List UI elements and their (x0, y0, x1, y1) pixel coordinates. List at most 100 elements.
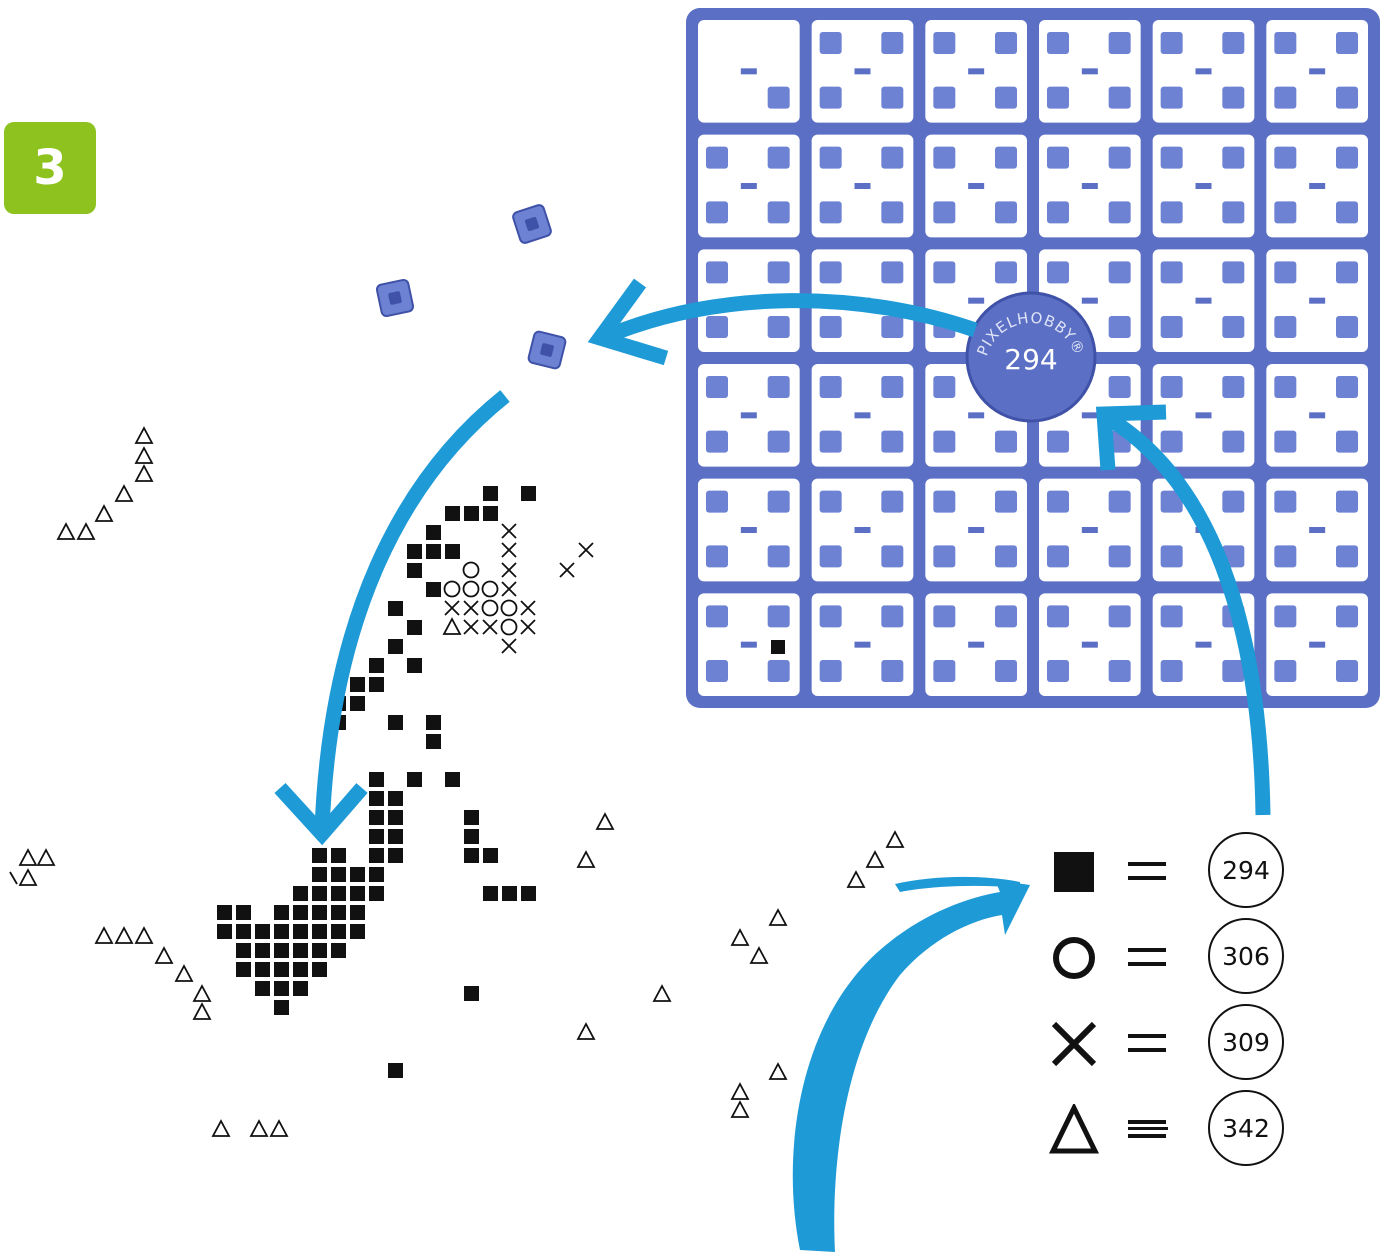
pattern-square (502, 886, 517, 901)
tray-bead (1047, 32, 1069, 54)
tray-connector (968, 412, 985, 419)
legend-row: 306 (1048, 918, 1348, 998)
triangle-icon (1048, 1104, 1100, 1154)
tray-bead (1336, 261, 1358, 284)
pattern-cross (578, 542, 594, 558)
tray-bead (933, 605, 956, 628)
tray-bead (1160, 376, 1183, 398)
color-code-badge: 342 (1208, 1090, 1284, 1166)
tray-bead (1108, 316, 1131, 338)
tray-bead (933, 430, 956, 453)
loose-bead (527, 330, 567, 370)
pattern-square (293, 943, 308, 958)
tray-bead (1274, 316, 1297, 338)
tray-bead (1336, 316, 1358, 338)
pattern-triangle (768, 1062, 788, 1080)
tray-bead (1047, 490, 1069, 513)
pattern-square (312, 848, 327, 863)
tray-bead (1222, 86, 1245, 109)
tray-bead (706, 545, 728, 568)
tray-bead (767, 261, 790, 284)
tray-connector (1309, 641, 1326, 648)
tray-bead (1047, 605, 1069, 628)
pattern-square (331, 886, 346, 901)
tray-bead (1274, 86, 1297, 109)
pattern-square (312, 962, 327, 977)
tray-bead (706, 316, 728, 338)
tray-bead (1108, 201, 1131, 224)
tray-connector (854, 527, 871, 533)
equals-sign (1128, 948, 1166, 966)
pattern-square (331, 924, 346, 939)
pattern-circle (500, 599, 518, 617)
pattern-triangle (56, 522, 76, 540)
tray-connector (1309, 183, 1326, 189)
pattern-square (274, 905, 289, 920)
equals-sign (1128, 1120, 1168, 1138)
tray-bead (1222, 32, 1245, 54)
pattern-square (426, 582, 441, 597)
tray-bead (881, 376, 904, 398)
tray-bead (1222, 201, 1245, 224)
pattern-square (407, 658, 422, 673)
pattern-square (388, 848, 403, 863)
tray-bead (819, 201, 842, 224)
legend-row: 294 (1048, 832, 1348, 912)
color-code-badge: 294 (1208, 832, 1284, 908)
pattern-triangle (885, 830, 905, 848)
pattern-cross (501, 542, 517, 558)
pattern-triangle (730, 1082, 750, 1100)
legend-row: 342 (1048, 1090, 1348, 1170)
pattern-cross (520, 600, 536, 616)
pattern-triangle (865, 850, 885, 868)
tray-bead (819, 660, 842, 682)
pattern-square (426, 734, 441, 749)
pattern-square (445, 772, 460, 787)
pattern-circle (443, 580, 461, 598)
pattern-square (255, 962, 270, 977)
tray-bead (1336, 201, 1358, 224)
tray-connector (1309, 412, 1326, 419)
tray-bead (1222, 316, 1245, 338)
pattern-triangle (652, 984, 672, 1002)
pattern-square (274, 962, 289, 977)
pattern-square (388, 639, 403, 654)
tray-connector (1195, 183, 1212, 189)
tray-bead (1274, 261, 1297, 284)
pattern-triangle (36, 848, 56, 866)
tray-bead (1222, 261, 1245, 284)
pattern-square (293, 962, 308, 977)
pattern-square (426, 544, 441, 559)
arrow-beads-to-pattern (274, 390, 510, 846)
pattern-square (521, 486, 536, 501)
pattern-circle (500, 618, 518, 636)
pattern-square (483, 848, 498, 863)
tray-bead (706, 261, 728, 284)
tray-connector (854, 641, 871, 648)
tray-bead (819, 545, 842, 568)
pattern-triangle (94, 504, 114, 522)
pattern-square (312, 924, 327, 939)
tray-bead (1160, 660, 1183, 682)
bead-pattern (9, 426, 905, 1137)
tray-bead (995, 490, 1017, 513)
pattern-square (464, 506, 479, 521)
tray-bead (881, 261, 904, 284)
pattern-triangle (576, 850, 596, 868)
pattern-square (312, 867, 327, 882)
tray-bead (1160, 261, 1183, 284)
pattern-triangle (442, 617, 462, 635)
pattern-triangle (576, 1022, 596, 1040)
pattern-square (331, 848, 346, 863)
tray-bead (1274, 490, 1297, 513)
pattern-circle (462, 561, 480, 579)
tray-bead (1047, 261, 1069, 284)
tray-bead (819, 86, 842, 109)
tray-bead (881, 316, 904, 338)
tray-connector (1081, 412, 1098, 419)
tray-connector (1081, 297, 1098, 304)
pattern-triangle (249, 1119, 269, 1137)
tray-bead (1160, 86, 1183, 109)
tray-bead (933, 146, 956, 169)
tray-bead (819, 32, 842, 54)
